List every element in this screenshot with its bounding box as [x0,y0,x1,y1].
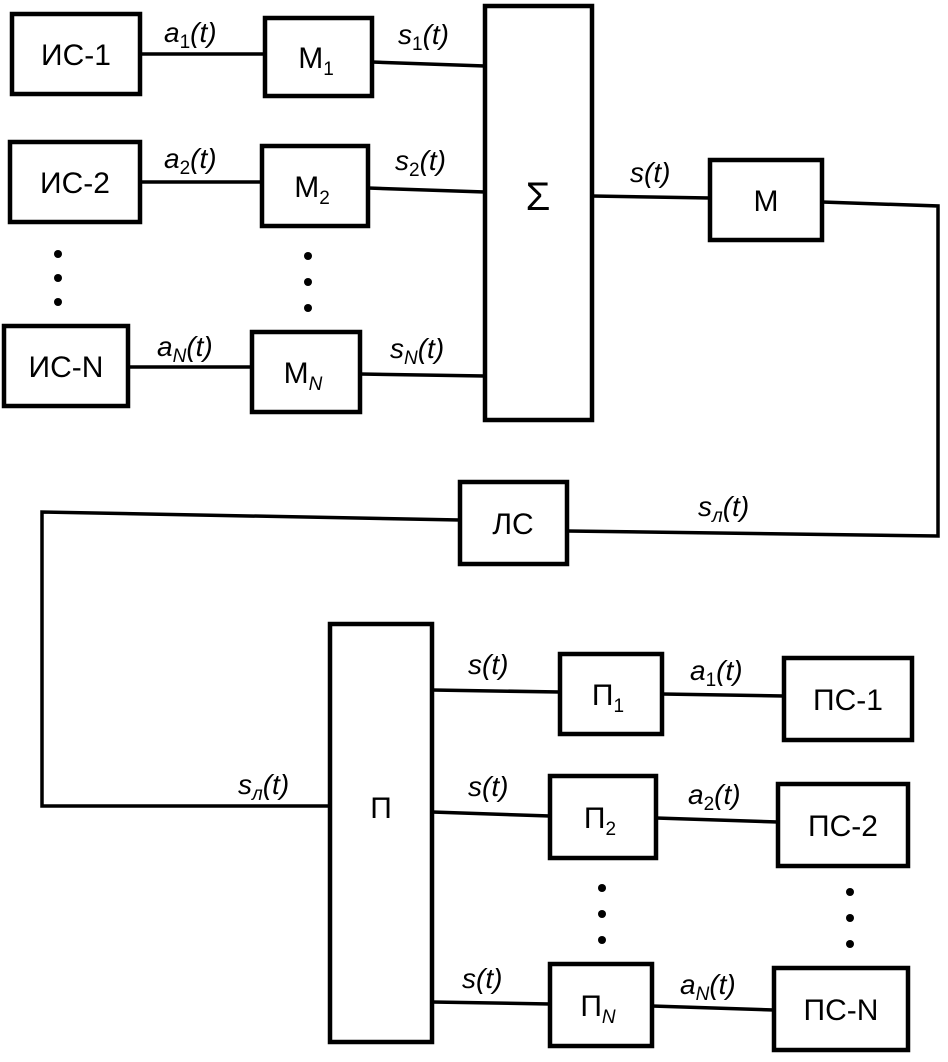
wire-mod1-sum [371,60,486,68]
wire-sum-groupmod [591,194,711,200]
output-signal-1: a1(t) [690,655,743,691]
sink-n-block: ПС-N [771,965,911,1053]
wire-channel-groupreceiver [40,510,461,808]
source-n-label: ИС-N [29,351,104,384]
modulator-n-block: МN [249,329,363,415]
modulated-signal-1: s1(t) [398,19,449,55]
modulator-2-block: М2 [259,143,371,229]
group-modulator-block: М [707,157,825,243]
line-channel-block: ЛС [457,479,570,567]
source-2-block: ИС-2 [7,139,143,225]
line-channel-label: ЛС [492,508,533,541]
modulator-1-block: М1 [262,15,375,99]
wire-demod2-sink2 [655,816,779,824]
source-1-label: ИС-1 [41,39,111,72]
sink-n-label: ПС-N [804,994,879,1027]
source-1-block: ИС-1 [9,11,143,97]
ellipsis-sources [54,250,62,306]
line-input-signal: sл(t) [698,491,749,527]
ellipsis-demodulators [598,884,606,944]
sink-2-block: ПС-2 [775,781,911,869]
wire-demodN-sinkN [651,1004,775,1012]
modulated-signal-2: s2(t) [395,145,446,181]
wire-demod1-sink1 [661,692,785,698]
modulator-n-label: МN [284,357,323,395]
wire-rx-demodN [431,1000,551,1006]
modulator-1-label: М1 [298,42,334,80]
wires [40,52,940,1012]
sink-2-label: ПС-2 [808,810,878,843]
demodulator-2-label: П2 [584,802,616,840]
source-2-label: ИС-2 [40,167,110,200]
sink-1-block: ПС-1 [781,655,915,743]
demodulator-n-block: ПN [547,961,655,1049]
group-receiver-label: П [370,792,392,825]
input-signal-n: aN(t) [157,331,213,367]
branch-signal-1: s(t) [468,649,508,680]
summator-block: Σ [482,3,595,423]
sum-output-signal: s(t) [630,157,670,188]
demodulator-n-label: ПN [580,990,616,1028]
ellipsis-modulators [304,252,312,312]
input-signal-1: a1(t) [164,17,217,53]
source-n-block: ИС-N [1,323,131,409]
line-output-signal: sл(t) [238,769,289,805]
modulator-2-label: М2 [294,171,330,209]
ellipsis-sinks [846,888,854,948]
input-signal-2: a2(t) [164,143,217,179]
output-signal-n: aN(t) [680,969,736,1005]
wire-modN-sum [359,372,486,378]
sink-1-label: ПС-1 [813,684,883,717]
branch-signal-n: s(t) [462,963,502,994]
demodulator-1-label: П1 [592,679,624,717]
wire-rx-demod1 [431,688,561,694]
modulated-signal-n: sN(t) [390,333,444,369]
demodulator-2-block: П2 [547,773,659,861]
output-signal-2: a2(t) [688,779,741,815]
wire-groupmod-channel [566,200,940,538]
group-receiver-block: П [327,621,435,1045]
wire-mod2-sum [367,186,486,194]
summator-label: Σ [526,175,551,219]
demodulator-1-block: П1 [557,651,665,737]
wire-rx-demod2 [431,810,551,818]
group-modulator-label: М [754,185,779,218]
branch-signal-2: s(t) [468,771,508,802]
